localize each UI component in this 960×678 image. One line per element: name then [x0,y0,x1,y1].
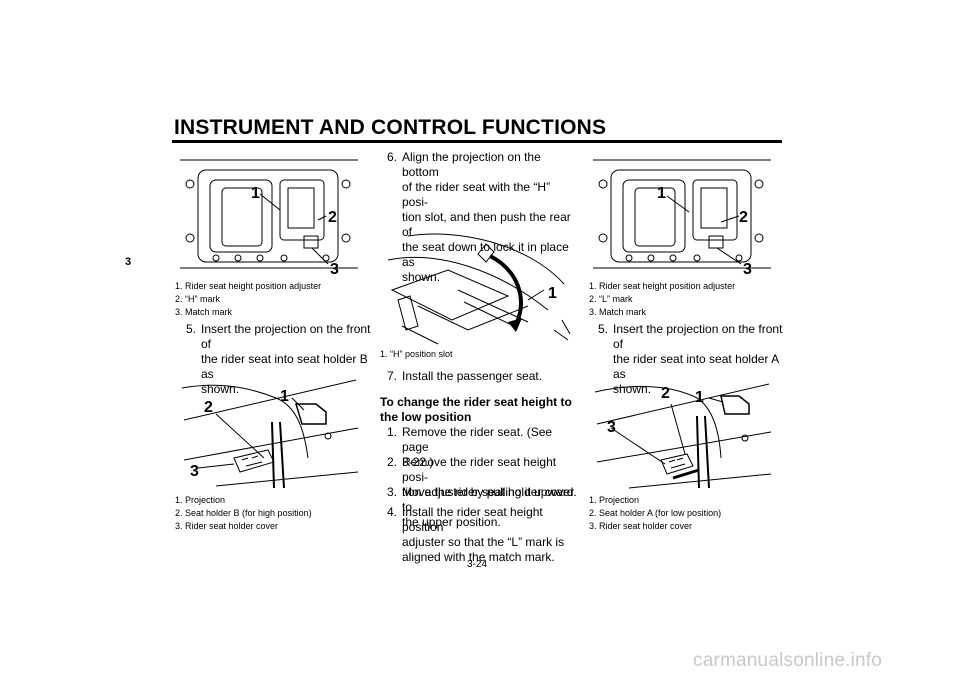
step-text: Move the rider seat holder cover to the … [402,485,579,530]
fig1-callout-1: 1 [251,185,260,202]
step-line: of the rider seat with the “H” posi- [402,180,551,209]
step-text: Align the projection on the bottom of th… [402,150,579,285]
fig5-callout-1: 1 [695,389,704,406]
figure-adjuster-high: 1 2 3 [180,159,358,278]
caption-line: 1. Rider seat height position adjuster [589,281,736,291]
step-text: Insert the projection on the front of th… [613,322,788,397]
step-line: tion slot, and then push the rear of [402,210,571,239]
step-line: 3-22.) [402,455,434,469]
step-line: Insert the projection on the front of [201,322,371,351]
fig1-callout-2: 2 [328,209,337,226]
step-low-1: 1. Remove the rider seat. (See page 3-22… [387,425,579,469]
fig4-callout-2: 2 [739,209,748,226]
fig4-callout-1: 1 [657,185,666,202]
step-low-3: 3. Move the rider seat holder cover to t… [387,485,579,529]
caption-line: 2. Seat holder B (for high position) [175,508,312,518]
fig2-callout-2: 2 [204,399,213,416]
step-line: shown. [613,382,652,396]
step-number: 2. [387,455,398,469]
step-line: Align the projection on the bottom [402,150,541,179]
chapter-tab-label: 3 [125,256,132,268]
fig5-caption: 1. Projection 2. Seat holder A (for low … [589,494,721,533]
figure-h-position-slot: 1 [387,233,571,345]
caption-line: 3. Match mark [589,307,647,317]
caption-line: 1. Rider seat height position adjuster [175,281,322,291]
step-line: the rider seat into seat holder B as [201,352,368,381]
step-number: 7. [387,369,398,383]
step-number: 5. [598,322,609,336]
step-line: Remove the rider seat. (See page [402,425,553,454]
step-line: the rider seat into seat holder A as [613,352,779,381]
step-text: Install the passenger seat. [402,369,542,384]
figure-adjuster-low: 1 2 3 [593,159,771,278]
fig1-caption: 1. Rider seat height position adjuster 2… [175,280,321,319]
caption-line: 2. Seat holder A (for low position) [589,508,722,518]
step-7: 7. Install the passenger seat. [387,369,579,385]
step-line: Insert the projection on the front of [613,322,783,351]
step-text: Remove the rider seat height posi- tion … [402,455,579,500]
step-5-high: 5. Insert the projection on the front of… [186,322,376,396]
step-line: tion adjuster by pulling it upward. [402,485,577,499]
step-6: 6. Align the projection on the bottom of… [387,150,579,284]
step-low-2: 2. Remove the rider seat height posi- ti… [387,455,579,499]
section-heading-low-position: To change the rider seat height to the l… [380,395,580,425]
caption-line: 3. Match mark [175,307,233,317]
step-text: Install the rider seat height position a… [402,505,579,565]
step-line: the seat down to lock it in place as [402,240,569,269]
watermark[interactable]: carmanualsonline.info [693,650,883,671]
step-line: Remove the rider seat height posi- [402,455,557,484]
fig5-callout-2: 2 [661,385,670,402]
page-title: INSTRUMENT AND CONTROL FUNCTIONS [174,116,607,139]
fig3-callout-1: 1 [548,285,557,302]
fig2-callout-3: 3 [190,463,199,480]
caption-line: 2. “L” mark [589,294,633,304]
step-line: Install the rider seat height position [402,505,543,534]
heading-line: To change the rider seat height to [380,395,572,409]
fig2-caption: 1. Projection 2. Seat holder B (for high… [175,494,312,533]
step-line: adjuster so that the “L” mark is [402,535,565,549]
step-number: 1. [387,425,398,439]
figure-seat-holder-b: 1 2 3 [181,379,359,489]
fig3-caption: 1. “H” position slot [380,348,453,361]
caption-line: 2. “H” mark [175,294,220,304]
fig2-callout-1: 1 [280,388,289,405]
heading-line: the low position [380,410,472,424]
step-line: Install the passenger seat. [402,369,543,383]
fig4-caption: 1. Rider seat height position adjuster 2… [589,280,735,319]
page-number: 3-24 [467,559,488,570]
step-low-4: 4. Install the rider seat height positio… [387,505,579,564]
fig4-callout-3: 3 [743,261,752,278]
caption-line: 1. Projection [589,495,640,505]
step-line: Move the rider seat holder cover to [402,485,575,514]
step-5-low: 5. Insert the projection on the front of… [598,322,788,396]
fig1-callout-3: 3 [330,261,339,278]
step-number: 4. [387,505,398,519]
caption-line: 3. Rider seat holder cover [175,521,279,531]
caption-line: 1. Projection [175,495,226,505]
caption-line: 1. “H” position slot [380,349,453,359]
step-line: shown. [402,270,441,284]
fig5-callout-3: 3 [607,419,616,436]
caption-line: 3. Rider seat holder cover [589,521,693,531]
figure-seat-holder-a: 2 1 3 [594,383,772,489]
step-text: Remove the rider seat. (See page 3-22.) [402,425,579,470]
step-number: 6. [387,150,398,164]
step-number: 3. [387,485,398,499]
step-number: 5. [186,322,197,336]
step-line: the upper position. [402,515,501,529]
header-rule [172,140,782,143]
chapter-tab: 3 [125,242,137,282]
step-line: aligned with the match mark. [402,550,555,564]
